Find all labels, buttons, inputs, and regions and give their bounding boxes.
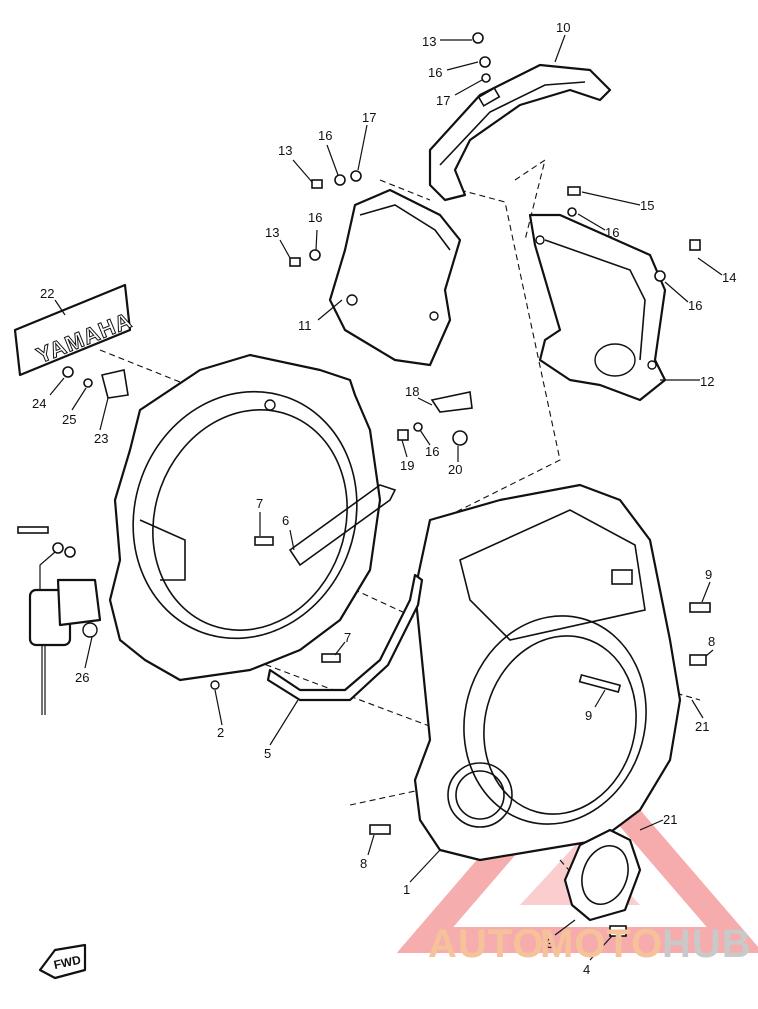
callout-18: 18 <box>405 384 419 399</box>
callout-17: 17 <box>436 93 450 108</box>
leader-lines <box>49 34 723 961</box>
fwd-arrow: FWD <box>38 943 87 980</box>
emblem-part-22: YAMAHA <box>13 283 136 377</box>
callout-13: 13 <box>422 34 436 49</box>
callout-7: 7 <box>256 496 263 511</box>
callout-9: 9 <box>585 708 592 723</box>
watermark-part-2: MOTO <box>540 922 663 966</box>
callout-13: 13 <box>278 143 292 158</box>
main-housing-part-1 <box>413 483 682 862</box>
callout-15: 15 <box>640 198 654 213</box>
watermark-part-3: HUB <box>662 922 752 966</box>
callout-21: 21 <box>663 812 677 827</box>
seal-part-5 <box>266 573 424 702</box>
callout-8: 8 <box>360 856 367 871</box>
callout-8: 8 <box>708 634 715 649</box>
fan-housing-part-2 <box>108 353 382 690</box>
bracket-plate-part-12 <box>528 213 667 402</box>
callout-10: 10 <box>556 20 570 35</box>
callout-1: 1 <box>403 882 410 897</box>
callout-16: 16 <box>428 65 442 80</box>
callout-13: 13 <box>265 225 279 240</box>
callout-20: 20 <box>448 462 462 477</box>
callout-2: 2 <box>217 725 224 740</box>
callout-3: 3 <box>546 936 553 951</box>
callout-16: 16 <box>688 298 702 313</box>
callout-12: 12 <box>700 374 714 389</box>
callout-17: 17 <box>362 110 376 125</box>
fwd-label: FWD <box>52 953 82 972</box>
callout-7: 7 <box>344 630 351 645</box>
watermark-text: AUTO MOTO HUB <box>428 922 752 966</box>
gasket-part-6 <box>288 484 397 567</box>
callout-23: 23 <box>94 431 108 446</box>
callout-24: 24 <box>32 396 46 411</box>
callout-21: 21 <box>695 719 709 734</box>
callout-9: 9 <box>705 567 712 582</box>
ignition-coil-part-26 <box>28 551 102 715</box>
callout-16: 16 <box>308 210 322 225</box>
callout-25: 25 <box>62 412 76 427</box>
watermark-part-1: AUTO <box>428 922 545 966</box>
callout-6: 6 <box>282 513 289 528</box>
callout-26: 26 <box>75 670 89 685</box>
callout-4: 4 <box>583 962 590 977</box>
ring-part-3 <box>563 828 642 922</box>
hardware <box>17 32 711 937</box>
upper-shroud-part-10 <box>428 63 612 202</box>
callout-19: 19 <box>400 458 414 473</box>
callout-5: 5 <box>264 746 271 761</box>
callout-22: 22 <box>40 286 54 301</box>
callout-16: 16 <box>425 444 439 459</box>
callout-14: 14 <box>722 270 736 285</box>
callout-labels: 13 16 17 10 13 16 17 13 16 11 15 16 14 1… <box>32 20 736 977</box>
air-shroud-part-11 <box>328 188 462 367</box>
callout-16: 16 <box>605 225 619 240</box>
callout-16: 16 <box>318 128 332 143</box>
callout-11: 11 <box>298 318 312 333</box>
